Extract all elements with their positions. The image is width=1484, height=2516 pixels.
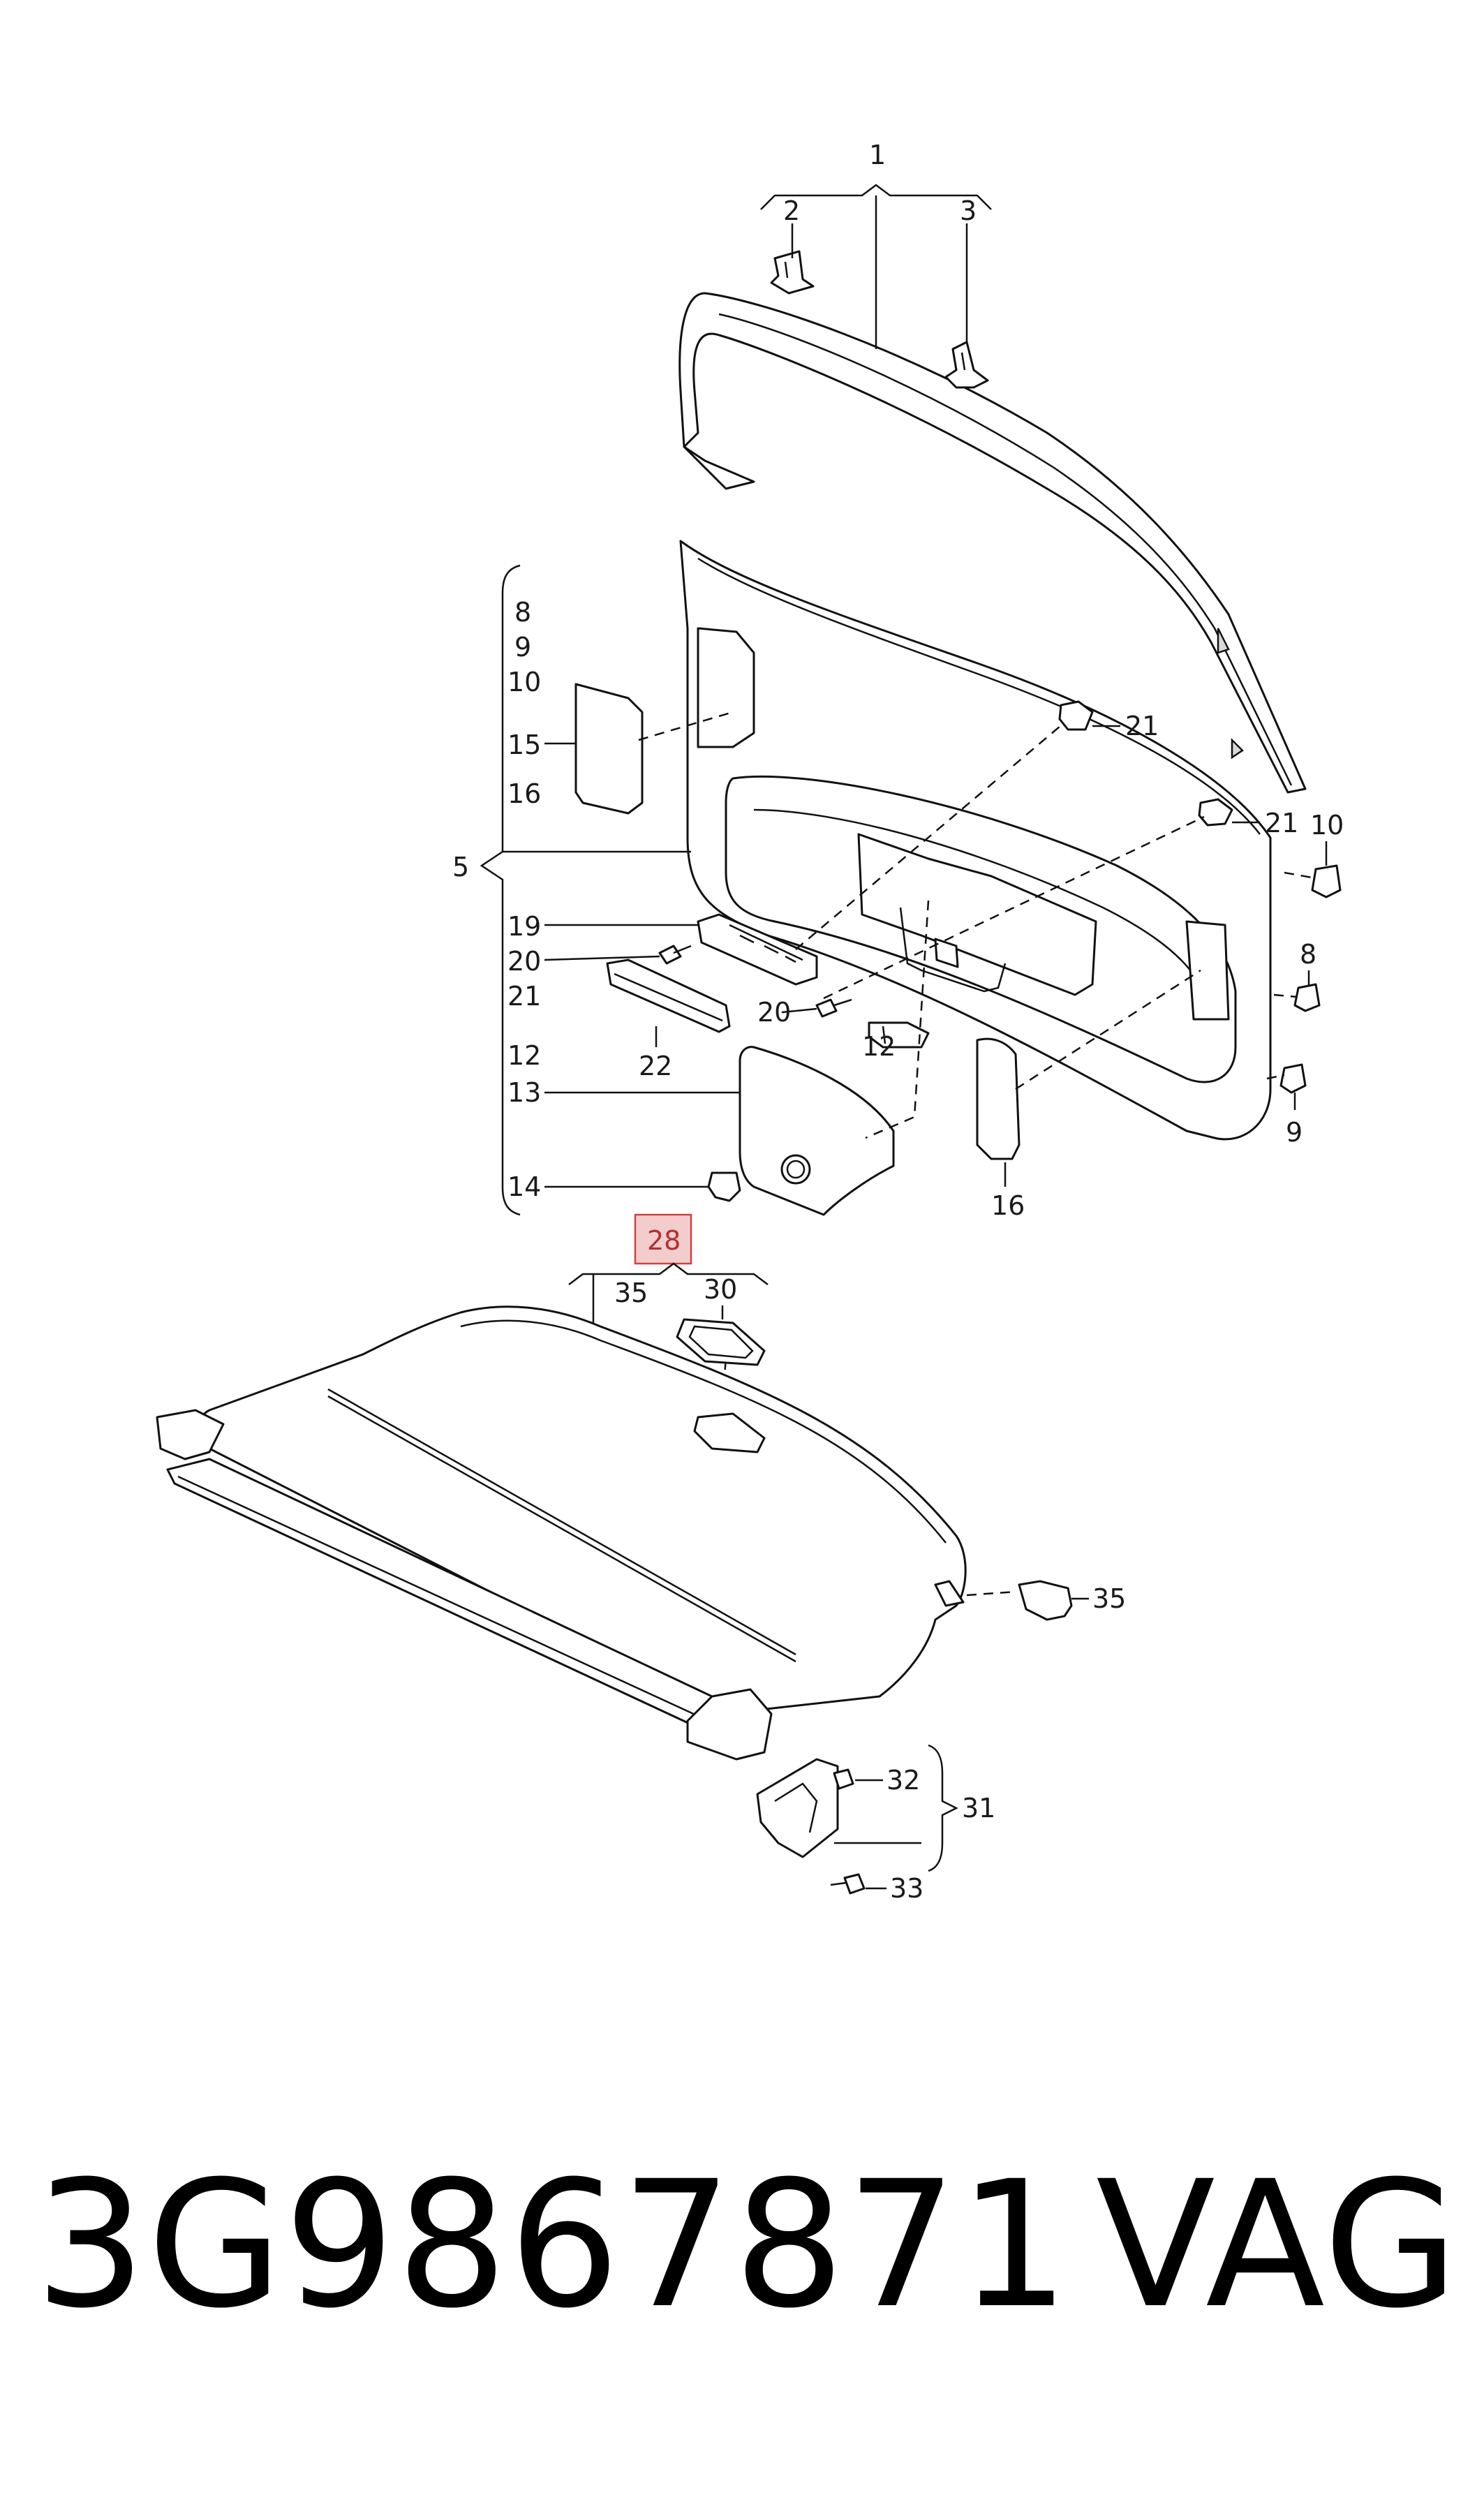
label-33: 33 — [890, 1873, 923, 1904]
bracket-28 — [568, 1213, 769, 1344]
label-21-left: 21 — [507, 981, 541, 1012]
label-30: 30 — [704, 1274, 737, 1305]
label-22: 22 — [639, 1051, 672, 1081]
handle-insert-30 — [676, 1305, 766, 1366]
assembly-lines — [638, 711, 1316, 1404]
label-12-left: 12 — [507, 1040, 541, 1071]
cover-22 — [606, 959, 731, 1033]
clip-35 — [966, 1580, 1089, 1621]
clip-10 — [1311, 864, 1342, 898]
leaders-right — [1092, 725, 1328, 1110]
label-19: 19 — [507, 911, 541, 942]
label-16-left: 16 — [507, 778, 541, 809]
label-21-lower: 21 — [1265, 808, 1298, 838]
clip-9 — [1279, 1063, 1307, 1094]
tailgate-inner-panel — [679, 540, 1272, 1141]
brand-name: VAG — [1096, 2143, 1460, 2346]
cover-19 — [697, 913, 818, 986]
label-35-top: 35 — [614, 1278, 648, 1308]
label-1: 1 — [869, 140, 886, 170]
label-12-right: 12 — [862, 1031, 896, 1062]
plug-14 — [707, 1171, 741, 1202]
label-8-right: 8 — [1300, 939, 1316, 970]
label-21-upper: 21 — [1125, 711, 1159, 741]
label-16-right: 16 — [991, 1190, 1025, 1221]
luggage-compartment-cover — [156, 1305, 967, 1761]
upper-trim-frame — [678, 292, 1307, 794]
label-20-right: 20 — [757, 997, 791, 1028]
label-15: 15 — [507, 730, 541, 760]
label-9-left: 9 — [514, 632, 531, 663]
label-13: 13 — [507, 1077, 541, 1108]
leaders-left — [544, 742, 1007, 1188]
label-5: 5 — [452, 852, 469, 882]
screw-20-right — [815, 998, 852, 1018]
bracket-1 — [760, 184, 992, 349]
label-28: 28 — [647, 1225, 681, 1256]
mounting-bracket-31 — [756, 1744, 958, 1895]
callout-labels: 1 2 3 8 9 10 15 16 5 19 20 21 12 13 14 2… — [452, 140, 1344, 1904]
clip-8 — [1293, 983, 1321, 1012]
label-3: 3 — [960, 195, 977, 226]
label-10-right: 10 — [1310, 810, 1344, 841]
bracket-12 — [868, 1021, 930, 1049]
brace-5 — [480, 564, 691, 1216]
trim-panel-16 — [976, 1037, 1021, 1160]
label-14: 14 — [507, 1171, 541, 1202]
highlight-box-28 — [634, 1213, 692, 1265]
part-number-footer: 3G9867871 VAG — [28, 2143, 1466, 2381]
screw-20-left — [658, 945, 692, 965]
label-31: 31 — [962, 1793, 995, 1823]
part-number: 3G9867871 — [35, 2143, 1071, 2346]
label-9-right: 9 — [1286, 1117, 1303, 1148]
handle-cover-13 — [739, 1046, 895, 1216]
clip-3 — [944, 341, 989, 389]
clip-21-upper — [1058, 700, 1094, 731]
label-32: 32 — [886, 1765, 920, 1796]
clip-2 — [770, 250, 815, 295]
label-35-right: 35 — [1092, 1583, 1126, 1614]
label-20-left: 20 — [507, 946, 541, 977]
clip-21-lower — [1198, 798, 1233, 827]
trim-panel-15 — [574, 683, 644, 815]
label-10-left: 10 — [507, 667, 541, 697]
label-2: 2 — [783, 195, 800, 226]
label-8-left: 8 — [514, 597, 531, 628]
